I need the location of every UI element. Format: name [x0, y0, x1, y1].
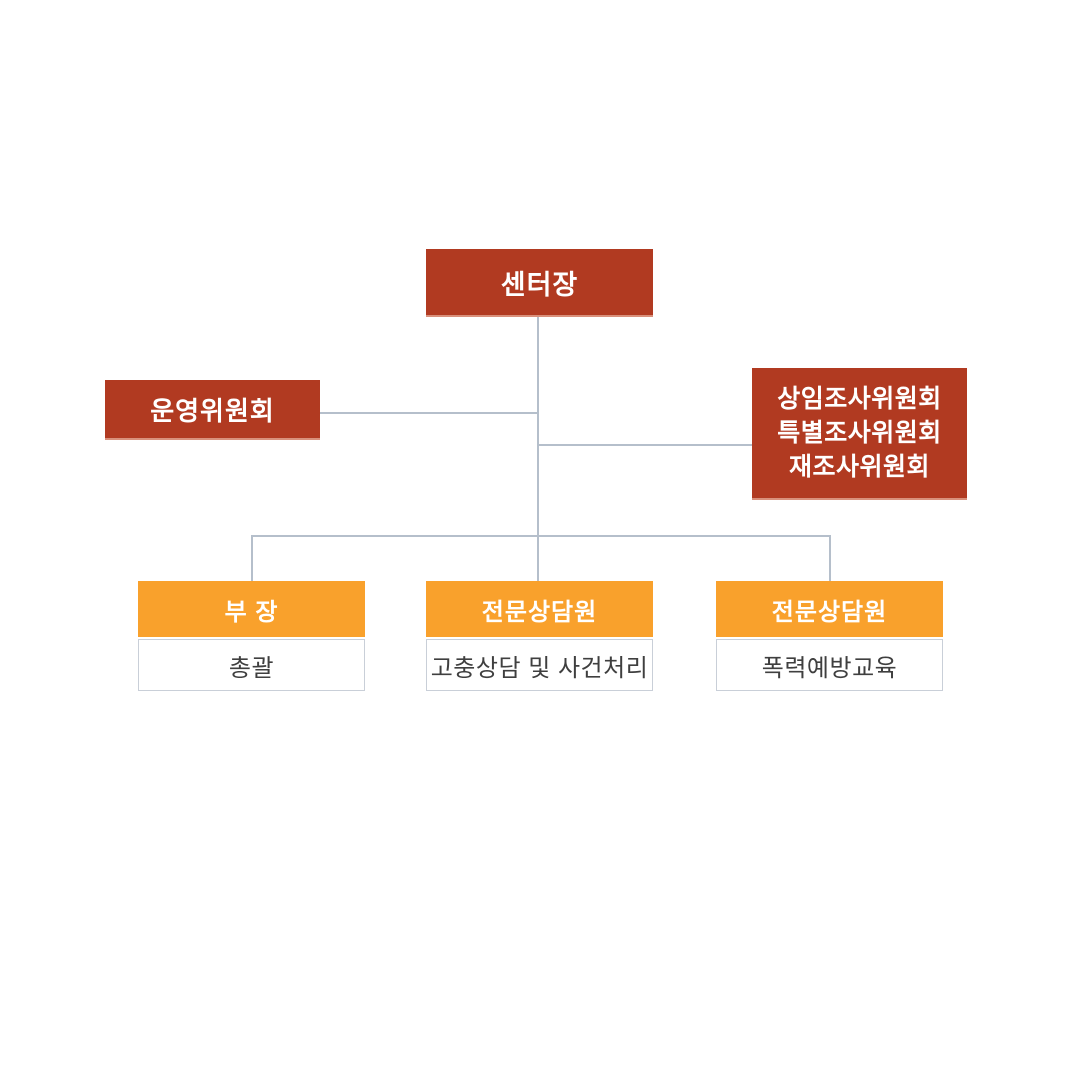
org-node-operating-committee: 운영위원회 [105, 380, 320, 440]
connector-dept-3 [829, 535, 831, 581]
connector-right-committee [537, 444, 752, 446]
special-committee-label: 특별조사위원회 [777, 419, 942, 447]
counselor-cases-title: 전문상담원 [426, 581, 653, 637]
connector-main-horizontal [251, 535, 831, 537]
manager-role: 총괄 [138, 639, 365, 691]
operating-committee-label: 운영위원회 [150, 395, 275, 426]
reinvestigation-committee-label: 재조사위원회 [788, 453, 930, 481]
connector-dept-1 [251, 535, 253, 581]
org-node-investigation-committees: 상임조사위원회 특별조사위원회 재조사위원회 [752, 368, 967, 500]
counselor-education-title: 전문상담원 [716, 581, 943, 637]
manager-title: 부 장 [138, 581, 365, 637]
org-node-manager: 부 장 총괄 [138, 581, 365, 691]
org-node-center-director: 센터장 [426, 249, 653, 317]
standing-committee-label: 상임조사위원회 [777, 385, 942, 413]
org-node-counselor-cases: 전문상담원 고충상담 및 사건처리 [426, 581, 653, 691]
connector-root-vertical [537, 317, 539, 536]
connector-dept-2 [537, 535, 539, 581]
connector-left-committee [320, 412, 539, 414]
counselor-education-role: 폭력예방교육 [716, 639, 943, 691]
counselor-cases-role: 고충상담 및 사건처리 [426, 639, 653, 691]
center-director-label: 센터장 [500, 269, 579, 300]
org-node-counselor-education: 전문상담원 폭력예방교육 [716, 581, 943, 691]
